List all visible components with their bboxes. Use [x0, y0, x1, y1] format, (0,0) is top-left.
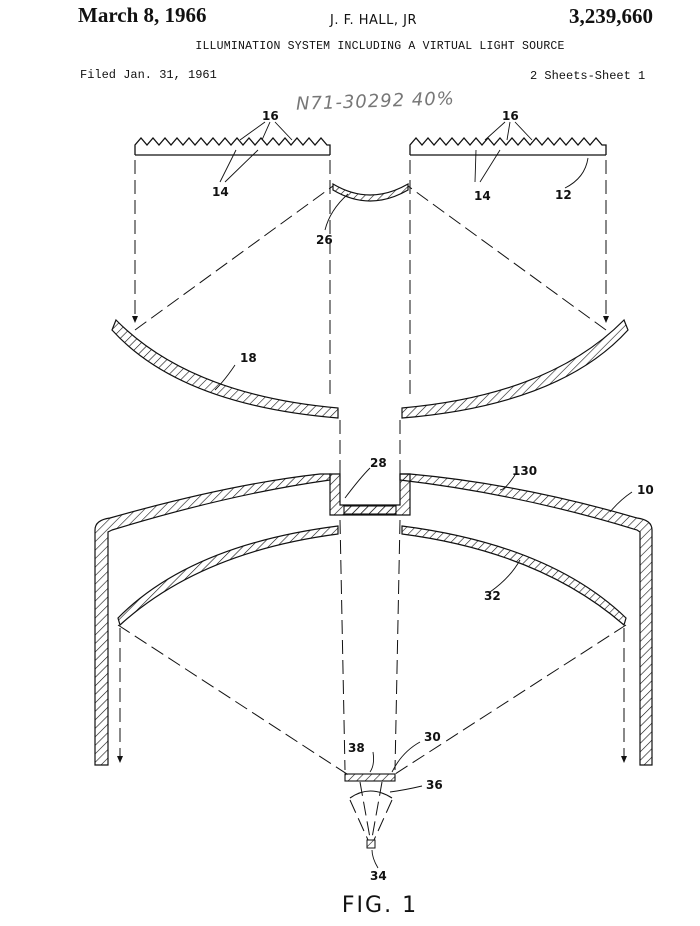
label-14-left: 14	[212, 185, 229, 199]
light-rays	[117, 160, 627, 841]
label-130: 130	[512, 464, 537, 478]
patent-title: ILLUMINATION SYSTEM INCLUDING A VIRTUAL …	[195, 40, 565, 53]
label-36: 36	[426, 778, 443, 792]
light-array-right	[409, 137, 607, 156]
label-10: 10	[637, 483, 654, 497]
figure-label: FIG. 1	[341, 893, 419, 918]
label-38: 38	[348, 741, 365, 755]
source-34	[366, 839, 376, 849]
patent-number: 3,239,660	[569, 4, 653, 28]
lens-28	[343, 505, 397, 515]
filed-date: Filed Jan. 31, 1961	[80, 68, 217, 82]
label-26: 26	[316, 233, 333, 247]
label-18: 18	[240, 351, 257, 365]
label-14-right: 14	[474, 189, 491, 203]
housing-left	[94, 473, 331, 766]
patent-date: March 8, 1966	[78, 3, 207, 27]
label-34: 34	[370, 869, 387, 883]
mirror-26	[332, 182, 409, 202]
reflector-18-left	[111, 318, 339, 419]
leader-lines	[214, 121, 633, 869]
reflector-32-left	[117, 525, 339, 627]
lens-36	[349, 790, 393, 799]
label-28: 28	[370, 456, 387, 470]
sheet-number: 2 Sheets-Sheet 1	[530, 69, 646, 83]
light-array-left	[134, 137, 331, 156]
label-16-left: 16	[262, 109, 279, 123]
label-12: 12	[555, 188, 572, 202]
inventor-name: J. F. HALL, JR	[330, 13, 418, 28]
label-16-right: 16	[502, 109, 519, 123]
plate-30	[344, 773, 396, 782]
label-32: 32	[484, 589, 501, 603]
label-30: 30	[424, 730, 441, 744]
housing-right	[399, 473, 653, 766]
reflector-32-right	[401, 525, 627, 627]
reflector-18-right	[401, 318, 629, 419]
